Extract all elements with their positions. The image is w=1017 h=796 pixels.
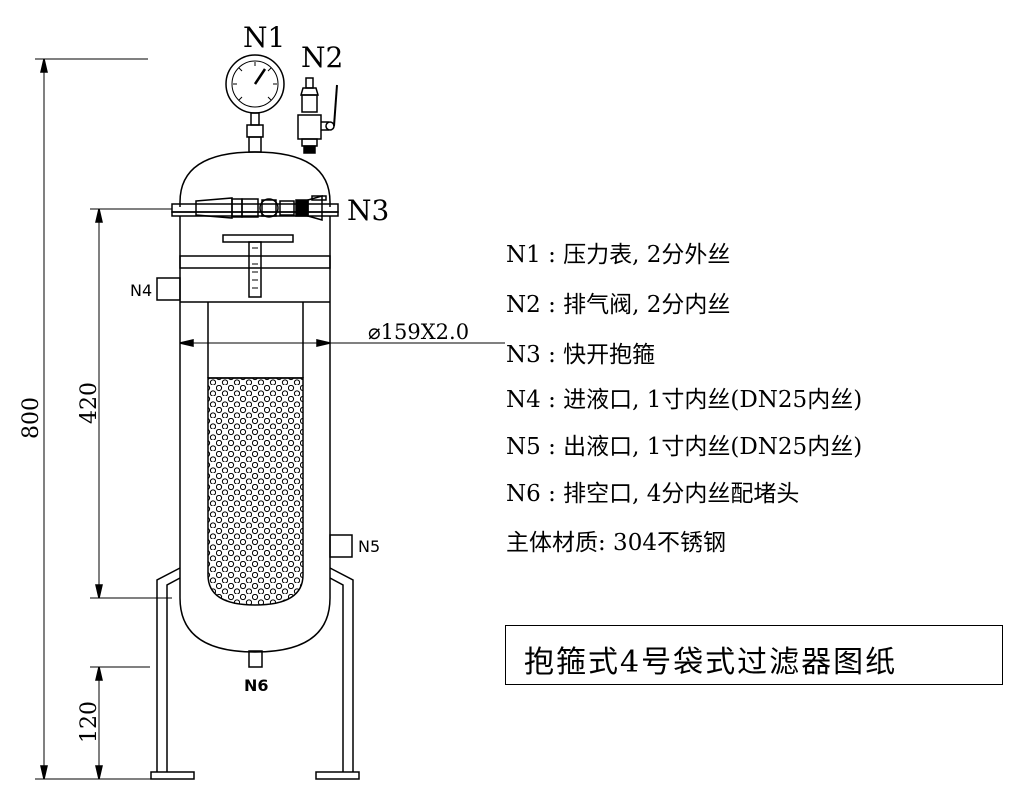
pressure-gauge-n1 xyxy=(225,54,285,153)
label-n1: N1 xyxy=(243,21,285,54)
dimension-diameter xyxy=(179,339,505,347)
quick-clamp-n3 xyxy=(171,195,339,221)
dim-text-800: 800 xyxy=(19,397,44,439)
legend-n4: N4 : 进液口, 1寸内丝(DN25内丝) xyxy=(506,387,863,413)
legend-n3: N3 : 快开抱箍 xyxy=(506,342,656,368)
outlet-n5 xyxy=(329,534,353,558)
legend-n1: N1 : 压力表, 2分外丝 xyxy=(506,242,731,268)
label-n3: N3 xyxy=(347,194,389,227)
legend-n2: N2 : 排气阀, 2分内丝 xyxy=(506,292,731,318)
drain-n6 xyxy=(248,650,263,668)
label-n4: N4 xyxy=(130,281,152,300)
vent-valve-n2 xyxy=(297,77,338,154)
label-n2: N2 xyxy=(301,41,343,74)
inlet-n4 xyxy=(156,277,181,301)
legend-n5: N5 : 出液口, 1寸内丝(DN25内丝) xyxy=(506,434,863,460)
legend-n6: N6 : 排空口, 4分内丝配堵头 xyxy=(506,481,800,507)
dim-text-120: 120 xyxy=(77,701,102,743)
label-n6: N6 xyxy=(244,676,269,695)
support-legs xyxy=(150,567,360,780)
filter-bag xyxy=(207,377,304,606)
dimension-800 xyxy=(35,58,155,780)
dimension-420 xyxy=(90,208,172,599)
legend-material: 主体材质: 304不锈钢 xyxy=(506,530,726,556)
drawing-title: 抱箍式4号袋式过滤器图纸 xyxy=(524,645,898,680)
dim-text-420: 420 xyxy=(77,382,102,424)
dimension-120 xyxy=(90,666,150,780)
dim-text-diameter: ⌀159X2.0 xyxy=(368,320,469,344)
label-n5: N5 xyxy=(358,537,380,556)
title-box: 抱箍式4号袋式过滤器图纸 xyxy=(505,625,1003,685)
